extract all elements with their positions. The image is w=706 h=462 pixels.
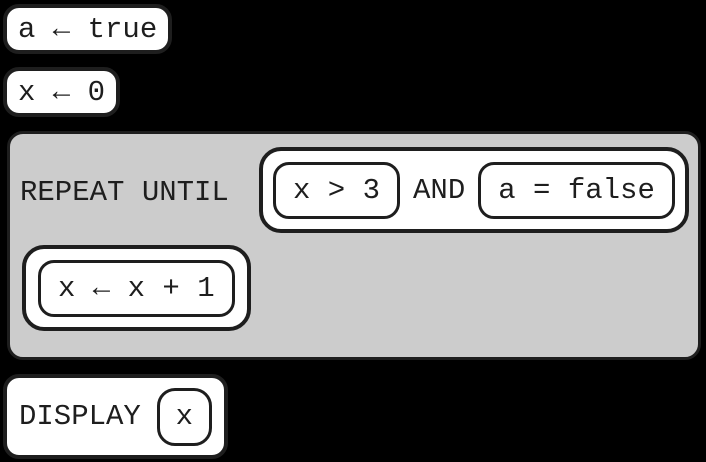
display-keyword: DISPLAY — [19, 400, 141, 433]
assign-a-text: a ← true — [18, 12, 158, 46]
loop-condition-group: x > 3 AND a = false — [259, 147, 689, 233]
display-argument: x — [175, 400, 194, 433]
condition-x-greater-3: x > 3 — [273, 161, 401, 219]
display-argument-box: x — [156, 387, 212, 446]
loop-body-statement-group: x ← x + 1 — [22, 245, 251, 331]
and-operator: AND — [413, 173, 466, 207]
repeat-until-keyword: REPEAT UNTIL — [20, 176, 229, 209]
increment-x-statement: x ← x + 1 — [38, 259, 235, 317]
assign-a-block: a ← true — [3, 4, 173, 54]
assign-x-block: x ← 0 — [3, 67, 121, 117]
repeat-until-block: REPEAT UNTIL x > 3 AND a = false x ← x +… — [7, 131, 701, 360]
display-block: DISPLAY x — [3, 374, 228, 459]
assign-x-text: x ← 0 — [18, 75, 106, 109]
condition-a-equals-false: a = false — [478, 161, 675, 219]
